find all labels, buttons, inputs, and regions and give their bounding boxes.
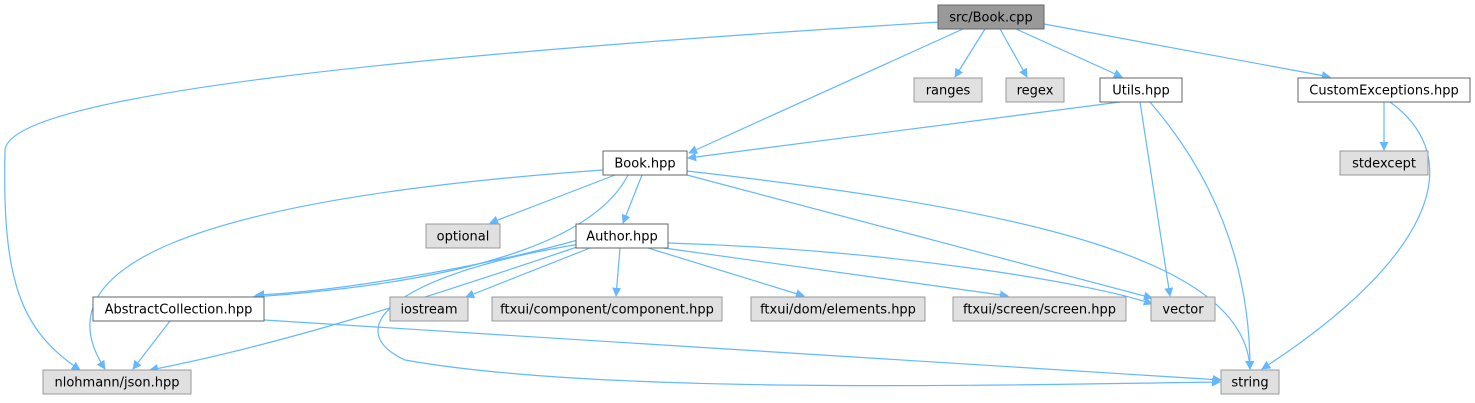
node-label: ftxui/dom/elements.hpp xyxy=(760,303,916,318)
node-label: ftxui/component/component.hpp xyxy=(500,303,714,318)
node-utils[interactable]: Utils.hpp xyxy=(1099,77,1183,103)
node-ftx-dom[interactable]: ftxui/dom/elements.hpp xyxy=(750,296,926,322)
node-vector[interactable]: vector xyxy=(1150,296,1216,322)
edge-author-to-abstract xyxy=(255,239,579,300)
node-label: iostream xyxy=(400,303,457,318)
edge-book_hpp-to-vector xyxy=(686,174,1153,301)
node-label: Book.hpp xyxy=(614,157,675,172)
edge-author-to-json xyxy=(149,245,581,373)
node-ftx-screen[interactable]: ftxui/screen/screen.hpp xyxy=(952,296,1127,322)
node-box xyxy=(602,150,688,176)
edge-author-to-ftx_screen xyxy=(663,247,1009,300)
node-box xyxy=(575,223,669,249)
edge-book_hpp-to-json xyxy=(89,169,604,370)
edge-author-to-ftx_comp xyxy=(612,247,622,297)
node-box xyxy=(1099,77,1183,103)
node-box xyxy=(1220,369,1280,395)
edge-book_cpp-to-ranges xyxy=(954,28,986,78)
node-label: regex xyxy=(1017,84,1054,99)
node-box xyxy=(389,296,469,322)
node-ranges[interactable]: ranges xyxy=(913,77,983,103)
edge-book_cpp-to-regex xyxy=(999,28,1028,78)
edge-author-to-ftx_dom xyxy=(647,247,805,298)
node-regex[interactable]: regex xyxy=(1005,77,1065,103)
node-book-cpp[interactable]: src/Book.cpp xyxy=(937,4,1045,30)
node-label: nlohmann/json.hpp xyxy=(55,376,180,391)
node-string[interactable]: string xyxy=(1220,369,1280,395)
node-label: ranges xyxy=(926,84,971,99)
node-label: Utils.hpp xyxy=(1112,84,1169,99)
edge-utils-to-book_hpp xyxy=(687,101,1121,162)
edge-book_cpp-to-book_hpp xyxy=(688,28,964,154)
node-label: ftxui/screen/screen.hpp xyxy=(963,303,1116,318)
edge-author-to-vector xyxy=(667,242,1153,306)
node-label: string xyxy=(1231,376,1268,391)
node-box xyxy=(425,223,501,249)
edge-author-to-string xyxy=(377,243,1221,387)
node-label: stdexcept xyxy=(1352,157,1416,172)
edge-book_hpp-to-string xyxy=(686,170,1255,370)
nodes-layer: src/Book.cpp ranges regex Utils.hpp CustomEx… xyxy=(42,4,1471,395)
edge-abstract-to-json xyxy=(132,320,171,370)
edge-book_cpp-to-json xyxy=(4,21,941,371)
edge-abstract-to-string xyxy=(263,319,1222,384)
node-custom-exc[interactable]: CustomExceptions.hpp xyxy=(1297,77,1471,103)
node-optional[interactable]: optional xyxy=(425,223,501,249)
edge-book_cpp-to-custom_exc xyxy=(1043,23,1331,80)
node-box xyxy=(1339,150,1429,176)
node-label: src/Book.cpp xyxy=(949,11,1033,26)
node-json[interactable]: nlohmann/json.hpp xyxy=(42,369,192,395)
node-box xyxy=(952,296,1127,322)
node-label: AbstractCollection.hpp xyxy=(105,303,253,318)
node-author[interactable]: Author.hpp xyxy=(575,223,669,249)
node-ftx-comp[interactable]: ftxui/component/component.hpp xyxy=(491,296,723,322)
node-label: CustomExceptions.hpp xyxy=(1309,84,1458,99)
node-iostream[interactable]: iostream xyxy=(389,296,469,322)
edge-utils-to-string xyxy=(1149,101,1255,370)
node-box xyxy=(1005,77,1065,103)
node-label: vector xyxy=(1162,303,1204,318)
node-box xyxy=(937,4,1045,30)
edge-book_cpp-to-utils xyxy=(1015,28,1123,78)
node-box xyxy=(1297,77,1471,103)
node-label: Author.hpp xyxy=(586,230,657,245)
edges-layer xyxy=(4,21,1431,387)
node-book-hpp[interactable]: Book.hpp xyxy=(602,150,688,176)
node-box xyxy=(42,369,192,395)
node-box xyxy=(913,77,983,103)
edge-author-to-iostream xyxy=(465,247,591,299)
edge-utils-to-vector xyxy=(1139,101,1174,297)
node-label: optional xyxy=(437,230,490,245)
edge-book_hpp-to-optional xyxy=(489,174,616,225)
node-box xyxy=(491,296,723,322)
node-stdexcept[interactable]: stdexcept xyxy=(1339,150,1429,176)
edge-book_hpp-to-author xyxy=(621,174,643,224)
node-abstract[interactable]: AbstractCollection.hpp xyxy=(92,296,265,322)
edge-custom_exc-to-string xyxy=(1261,101,1431,370)
node-box xyxy=(750,296,926,322)
edge-book_hpp-to-abstract xyxy=(252,174,629,301)
node-box xyxy=(92,296,265,322)
node-box xyxy=(1150,296,1216,322)
